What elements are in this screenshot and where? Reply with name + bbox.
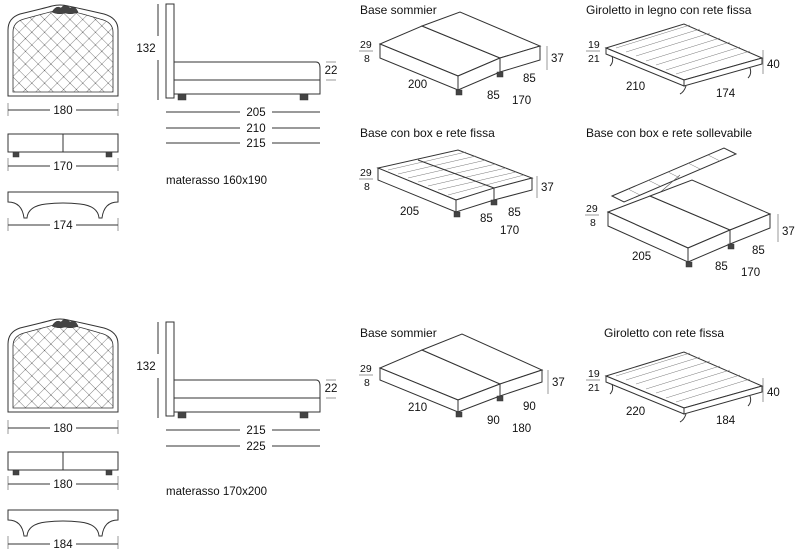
row2-frame-width: 184 [53,539,73,551]
frac-top: 29 [360,167,372,179]
row2-depth-2: 225 [246,441,265,453]
row1-headboard [7,4,119,97]
row1-giroletto: Giroletto in legno con rete fissa 19 21 … [586,3,780,100]
row2-giroletto-title: Giroletto con rete fissa [604,326,724,340]
crown-ornament-icon [51,319,79,329]
height: 37 [551,53,564,65]
row1-depth-3: 215 [246,138,265,150]
row1-box-fissa: Base con box e rete fissa 29 8 37 205 85… [359,126,554,237]
total: 180 [512,423,531,435]
row1-frame-front [7,191,119,219]
row2-base-sommier-title: Base sommier [360,326,437,340]
row1-front-width: 180 [53,105,72,117]
frac-top: 19 [588,39,600,51]
row2-base-width: 180 [53,479,72,491]
frac-bottom: 8 [364,53,370,65]
row1-base-sommier-title: Base sommier [360,3,437,17]
row1-base-sommier: Base sommier 29 8 37 200 85 85 170 [359,3,564,107]
row1-giroletto-title: Giroletto in legno con rete fissa [586,3,752,17]
width: 174 [716,88,736,100]
half-b: 90 [523,401,536,413]
total: 170 [500,225,519,237]
frac-top: 29 [360,363,372,375]
row1-height: 132 [136,43,155,55]
row2-height: 132 [136,361,155,373]
row1-mattress [173,61,321,81]
frac-bottom: 8 [590,217,596,229]
row2-mattress-height: 22 [325,383,338,395]
row2-base-sommier: Base sommier 29 8 37 210 90 90 180 [359,326,565,435]
frac-top: 29 [360,39,372,51]
row1-depth-2: 210 [246,123,265,135]
crown-ornament-icon [51,5,79,15]
row2-base-front [7,451,119,476]
row2-depth-1: 215 [246,425,265,437]
width: 184 [716,415,736,427]
half-a: 85 [487,90,500,102]
frac-top: 29 [586,203,598,215]
row2-headboard [7,318,119,413]
row2-frame-front [7,509,119,537]
row2-front-width: 180 [53,423,72,435]
frac-bottom: 8 [364,377,370,389]
row1-mattress-height: 22 [325,65,338,77]
row2-mattress-label: materasso 170x200 [166,486,267,498]
row1-side-view: 132 22 205 210 215 materasso 160x190 [136,3,338,187]
row1-mattress-label: materasso 160x190 [166,175,267,187]
total: 170 [512,95,531,107]
row2-front-views: 180 180 184 [7,318,119,551]
half-a: 90 [487,415,500,427]
row1-front-views: 180 170 174 [7,4,119,232]
half-a: 85 [715,261,728,273]
row1-base-front [7,133,119,158]
total: 170 [741,267,760,279]
height: 40 [767,387,780,399]
row1-base-width: 170 [53,161,72,173]
height: 37 [782,226,795,238]
row1-box-sollevabile: Base con box e rete sollevabile 29 8 37 … [585,126,795,279]
length: 210 [626,81,645,93]
row1-box-fissa-title: Base con box e rete fissa [360,126,495,140]
row1-depth-1: 205 [246,107,265,119]
height: 40 [767,59,780,71]
length: 220 [626,406,645,418]
frac-top: 19 [588,368,600,380]
row1-frame-width: 174 [53,220,73,232]
row2-side-view: 132 22 215 225 materasso 170x200 [136,321,338,498]
length: 210 [408,402,427,414]
row2-mattress [173,379,321,399]
frac-bottom: 8 [364,181,370,193]
height: 37 [552,377,565,389]
half-b: 85 [752,245,765,257]
row1-box-sollevabile-title: Base con box e rete sollevabile [586,126,752,140]
height: 37 [541,182,554,194]
frac-bottom: 21 [588,382,600,394]
length: 200 [408,79,427,91]
length: 205 [400,206,419,218]
half-a: 85 [480,213,493,225]
half-b: 85 [508,207,521,219]
length: 205 [632,251,651,263]
frac-bottom: 21 [588,53,600,65]
half-b: 85 [523,73,536,85]
row2-giroletto: Giroletto con rete fissa 19 21 40 220 18… [586,326,780,427]
